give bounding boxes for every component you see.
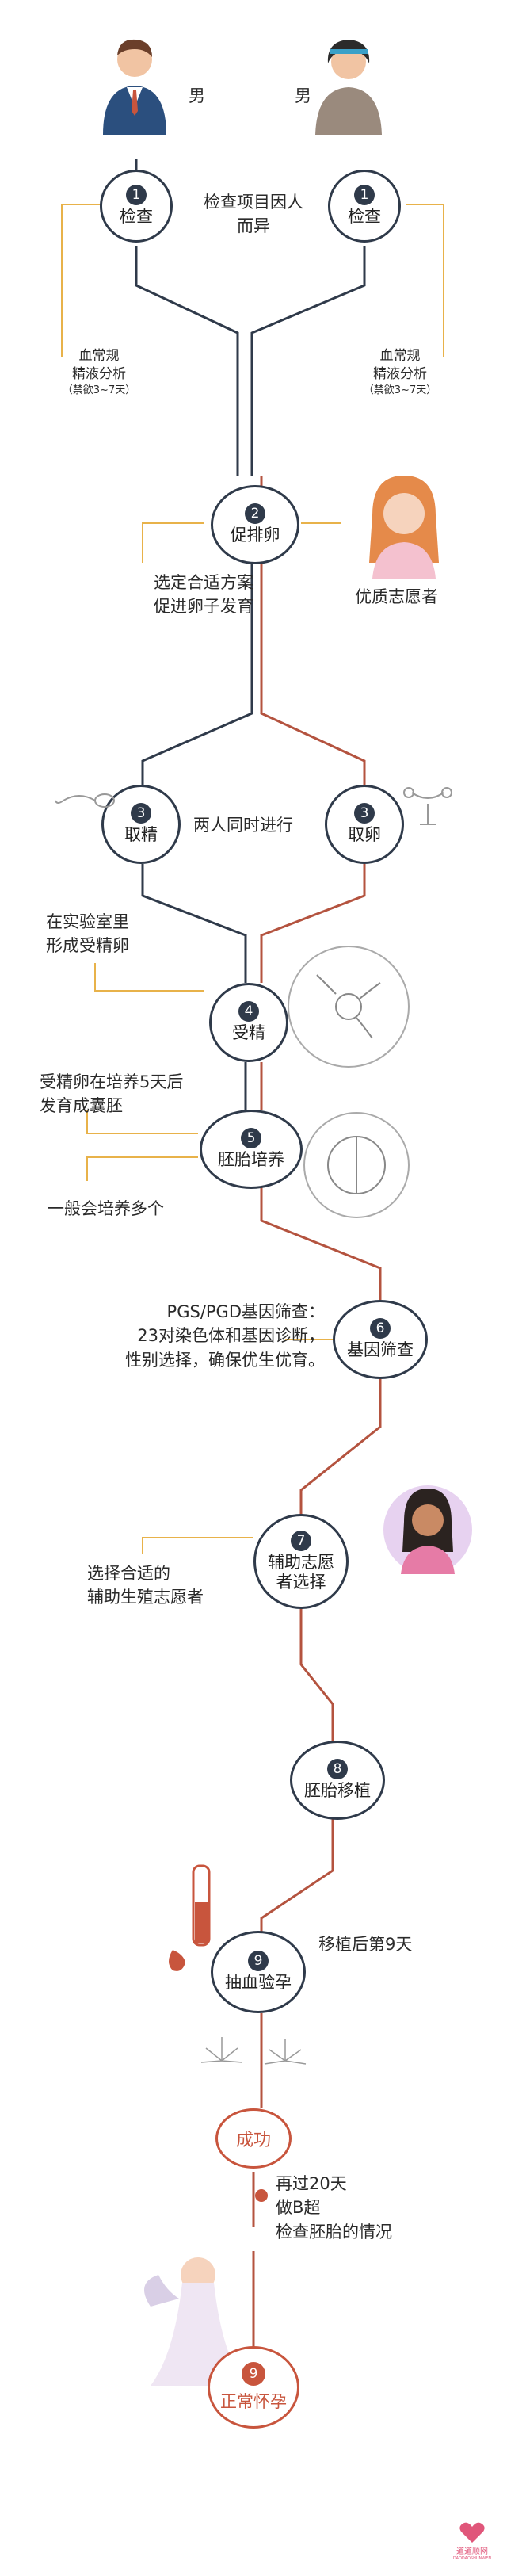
blood-tube-icon [158, 1863, 238, 1974]
line-to-egg [260, 563, 366, 785]
line-to-blood [260, 1815, 334, 1934]
fireworks-icon [190, 2029, 317, 2093]
step-number: 9 [248, 1951, 269, 1972]
right-exam-note: 血常规 精液分析 （禁欲3~7天） [363, 348, 437, 396]
line-sperm-to-fert [141, 864, 247, 983]
step-label: 胚胎培养 [218, 1150, 284, 1170]
callout-right-exam [406, 204, 444, 357]
volunteer-avatar [349, 468, 459, 579]
step-stimulate-ovulation: 2 促排卵 [211, 485, 299, 564]
step-number: 8 [327, 1759, 348, 1780]
step-label: 取精 [124, 825, 158, 845]
line-to-transfer [299, 1609, 334, 1744]
step-label: 基因筛查 [347, 1340, 414, 1360]
fert-note: 在实验室里 形成受精卵 [46, 912, 129, 956]
step-label: 正常怀孕 [220, 2392, 287, 2411]
callout-vol [142, 1537, 254, 1554]
callout-culture-b [86, 1156, 198, 1181]
step-number: 5 [241, 1128, 261, 1149]
uterus-icon [396, 785, 459, 832]
pgs-note: PGS/PGD基因筛查： 23对染色体和基因诊断， 性别选择，确保优生优育。 [125, 1302, 325, 1370]
callout-fert [94, 963, 204, 992]
step-blood-test: 9 抽血验孕 [211, 1931, 306, 2013]
culture-note-many: 一般会培养多个 [48, 1199, 164, 1218]
step-number: 1 [126, 185, 147, 206]
step-label: 取卵 [348, 825, 381, 845]
step-embryo-culture: 5 胚胎培养 [200, 1110, 303, 1189]
step-label: 检查 [120, 207, 153, 227]
step-label: 检查 [348, 207, 381, 227]
male-avatar-left [95, 32, 174, 135]
volunteer-label: 优质志愿者 [355, 587, 438, 606]
step-number: 7 [291, 1530, 311, 1551]
step-number: 2 [245, 503, 265, 525]
male-avatar-right [309, 32, 388, 135]
later-note: 再过20天 做B超 检查胚胎的情况 [276, 2174, 392, 2242]
callout-stim [142, 522, 204, 563]
success-badge: 成功 [215, 2108, 292, 2169]
after-transfer-note: 移植后第9天 [318, 1935, 413, 1954]
left-person-label: 男 [189, 86, 205, 105]
step-number: 9 [242, 2362, 265, 2386]
step-sperm-retrieval: 3 取精 [101, 785, 181, 864]
step-number: 6 [370, 1318, 391, 1340]
line-egg-to-fert [260, 864, 366, 983]
sperm-icon [55, 785, 119, 816]
step-label: 促排卵 [230, 526, 280, 545]
step-exam-left: 1 检查 [100, 170, 173, 243]
step-exam-right: 1 检查 [328, 170, 401, 243]
step-number: 1 [354, 185, 375, 206]
step-egg-retrieval: 3 取卵 [325, 785, 404, 864]
right-person-label: 男 [295, 86, 311, 105]
line-to-screen [260, 1181, 382, 1300]
petri-dish-sperm [285, 943, 412, 1070]
stim-note: 选定合适方案 促进卵子发育 [154, 573, 254, 617]
step-label: 胚胎移植 [304, 1781, 371, 1801]
volunteer-woman-avatar [380, 1474, 475, 1577]
step-label: 辅助志愿者选择 [268, 1552, 334, 1592]
callout-culture-a [86, 1110, 198, 1134]
line-left-merge [135, 246, 239, 476]
step-label: 抽血验孕 [225, 1973, 292, 1993]
watermark-logo: 道道顺网 DAODAOSHUNWEN [444, 2521, 501, 2568]
line-to-vol [299, 1379, 382, 1522]
dot-marker [255, 2189, 268, 2202]
step-label: 受精 [232, 1023, 265, 1043]
simultaneous-note: 两人同时进行 [193, 816, 293, 835]
step-embryo-transfer: 8 胚胎移植 [290, 1741, 385, 1820]
callout-left-exam [61, 204, 101, 357]
culture-note: 受精卵在培养5天后 发育成囊胚 [40, 1072, 184, 1116]
final-pregnancy: 9 正常怀孕 [208, 2346, 299, 2429]
step-gene-screening: 6 基因筛查 [333, 1300, 428, 1379]
line-right-merge [250, 246, 366, 476]
step-fertilization: 4 受精 [209, 983, 288, 1062]
check-note: 检查项目因人而异 [204, 193, 303, 236]
step-number: 3 [131, 803, 151, 824]
step-volunteer-selection: 7 辅助志愿者选择 [254, 1514, 349, 1609]
petri-dish-embryo [301, 1110, 412, 1221]
vol-note: 选择合适的 辅助生殖志愿者 [87, 1564, 204, 1607]
line-to-sperm [141, 563, 254, 785]
step-number: 3 [354, 803, 375, 824]
left-exam-note: 血常规 精液分析 （禁欲3~7天） [62, 348, 136, 396]
step-number: 4 [238, 1001, 259, 1022]
